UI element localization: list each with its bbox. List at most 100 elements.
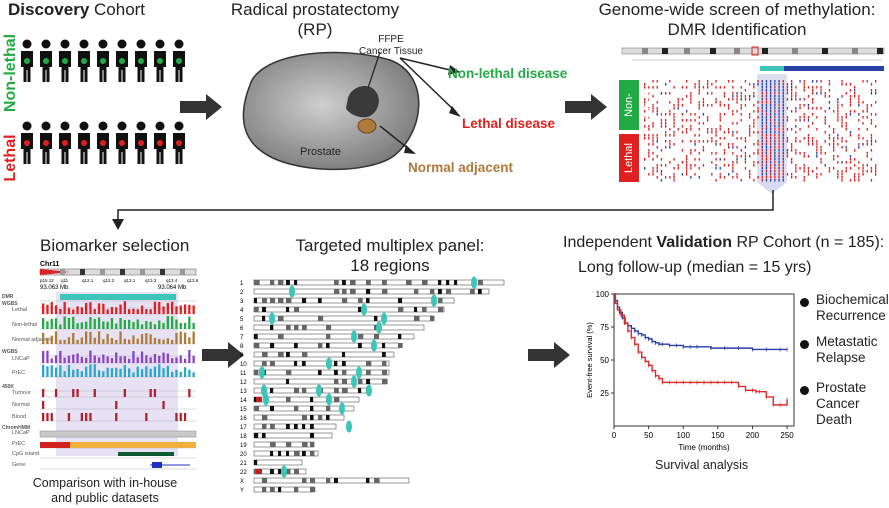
coord-end: 93.064 Mb [158,285,187,291]
band-label: q13.4 [166,278,178,283]
chromosome-9-label: 9 [240,353,244,359]
y-axis-label: Event-free survival (%) [585,322,594,398]
chromosome-21 [253,459,303,466]
target-region-marker [471,276,477,289]
track-label: Tumour [12,390,31,396]
chromosome-3 [253,297,455,304]
lethal-tag: Lethal [619,134,639,182]
x-tick-label: 0 [612,431,617,440]
chromosome-17-label: 17 [240,425,247,431]
chromosome-2 [253,288,490,295]
person-icon [116,121,128,164]
chromosome-4-label: 4 [240,308,244,314]
chromosome-14 [253,396,360,403]
person-icon [59,121,71,164]
target-region-marker [371,339,377,352]
plot-frame [613,293,795,427]
person-icon [154,121,166,164]
chromosome-10-label: 10 [240,362,247,368]
track-label: Non-lethal [12,322,37,328]
target-region-marker [289,285,295,298]
target-region-marker [281,465,287,478]
band-label: q13.6 [187,278,199,283]
flow-arrow-2 [565,94,607,120]
x-tick-label: 100 [677,431,691,440]
chromosome-11-label: 11 [240,371,247,377]
survival-caption: Survival analysis [655,458,749,472]
x-axis-label: Time (months) [678,443,730,452]
band-label: q13.1 [124,278,136,283]
target-region-marker [263,393,269,406]
methylation-heatmap [621,46,885,194]
x-tick-label: 200 [746,431,760,440]
track-label: Blood [12,414,26,420]
target-region-marker [316,384,322,397]
chromosome-10 [253,360,390,367]
band-label: q13.3 [145,278,157,283]
chromosome-22-label: 22 [240,470,247,476]
chromosome-16 [253,414,345,421]
track-label: PrEC [12,370,25,376]
gene-bar [152,462,162,468]
y-tick-label: 75 [600,323,609,332]
flow-arrow-3 [202,342,244,368]
person-icon [78,39,90,82]
chromosome-15-label: 15 [240,407,247,413]
chromosome-13-label: 13 [240,389,247,395]
person-icon [21,39,33,82]
dmr-track-bar [60,294,176,300]
rp-title: Radical prostatectomy(RP) [230,0,400,39]
target-region-marker [326,393,332,406]
genome-title: Genome-wide screen of methylation:DMR Id… [598,0,876,39]
target-region-marker [431,294,437,307]
person-icon [40,39,52,82]
target-region-marker [356,366,362,379]
target-region-marker [351,330,357,343]
chromosome-20-label: 20 [240,452,247,458]
legend-bullet-icon [800,386,809,395]
target-region-marker [339,402,345,415]
chromosome-1 [253,279,505,286]
target-region-marker [381,312,387,325]
chromosome-16-label: 16 [240,416,247,422]
target-region-marker [376,321,382,334]
band-label: q12.1 [82,278,94,283]
biomarker-title: Biomarker selection [40,236,190,255]
y-tick-label: 100 [596,290,610,299]
chromosome-6-label: 6 [240,326,244,332]
chromosome-14-label: 14 [240,398,247,404]
legend-bullet-icon [800,340,809,349]
track-label: Normal [12,402,30,408]
track-label: ChromHMM [2,425,30,431]
target-region-marker [366,384,372,397]
chromosome-1-label: 1 [240,281,244,287]
flow-arrow-4 [528,342,570,368]
chromosome-12-label: 12 [240,380,247,386]
target-region-marker [361,303,367,316]
cpg-island-bar [118,452,174,456]
lethal-disease-label: Lethal disease [462,116,556,131]
person-icon [135,39,147,82]
discovery-title: Discovery Cohort [8,0,146,19]
prostate-label: Prostate [300,146,341,158]
person-icon [40,121,52,164]
connector-line [112,190,774,230]
chromosome-18-label: 18 [240,434,247,440]
y-tick-label: 50 [600,356,609,365]
chromosome-21-label: 21 [240,461,247,467]
target-region-marker [351,375,357,388]
target-region-marker [326,357,332,370]
track-label: Lethal [12,307,27,313]
track-label: PrEC [12,441,25,447]
chromosome-18 [253,432,333,439]
track-label: LNCaP [12,356,30,362]
patient-figures [21,39,185,164]
track-label: DMR [2,294,14,300]
band-label: q12.2 [103,278,115,283]
person-icon [173,121,185,164]
coord-start: 93.063 Mb [40,285,69,291]
prostate-diagram [242,51,420,171]
